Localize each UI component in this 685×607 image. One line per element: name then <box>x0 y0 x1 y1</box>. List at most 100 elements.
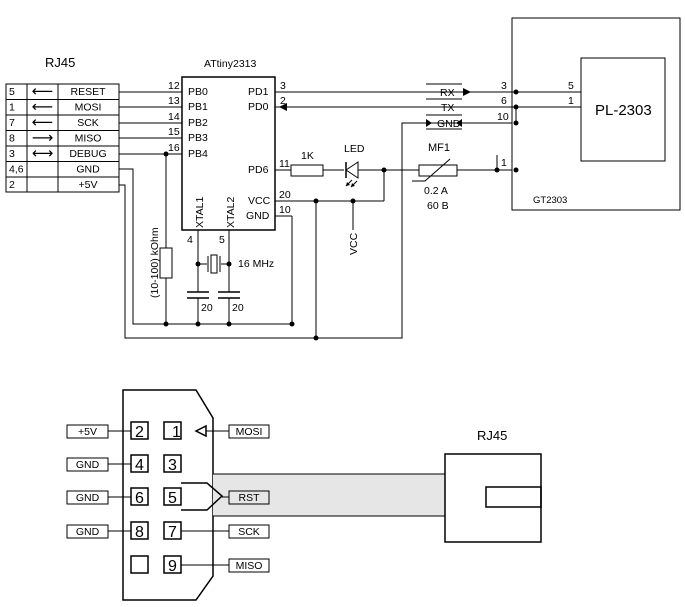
pin-name: PB0 <box>188 86 208 98</box>
module-pin: 3 <box>501 80 507 92</box>
pin-number: 20 <box>279 189 291 201</box>
rj45-direction-arrow: ⟷ <box>32 145 54 162</box>
rx-label: RX <box>440 87 455 99</box>
crystal <box>210 254 218 274</box>
rj45-direction-arrow: ⟵ <box>32 114 54 131</box>
rj45-pin: 1 <box>9 102 15 114</box>
gt2303-module-name: GT2303 <box>533 195 567 206</box>
rj45-bottom-title: RJ45 <box>477 428 507 443</box>
rj45-signal: MOSI <box>75 102 102 114</box>
chip-pin: 5 <box>568 80 574 92</box>
rj45-title: RJ45 <box>45 55 75 70</box>
pin-name: PB1 <box>188 101 208 113</box>
signal-flags <box>426 83 462 130</box>
gnd-label: GND <box>437 118 461 130</box>
resistor-1k-label: 1K <box>301 150 314 162</box>
rj45-pin: 5 <box>9 86 15 98</box>
rj45-pin: 2 <box>9 179 15 191</box>
rst-label: RST <box>239 492 261 504</box>
pin-number: 10 <box>279 204 291 216</box>
rj45-plug <box>444 453 542 543</box>
connector-pin-3: 3 <box>168 457 177 474</box>
pin-number: 4 <box>187 234 193 246</box>
vcc-label: VCC <box>348 232 360 255</box>
pin-name: PD6 <box>248 164 269 176</box>
gnd-label: GND <box>76 459 100 471</box>
pin-name: PB3 <box>188 132 208 144</box>
pin-number: 3 <box>280 80 286 92</box>
connector-pin-8: 8 <box>135 524 144 541</box>
module-pin: 1 <box>501 157 507 169</box>
chip-pin: 1 <box>568 95 574 107</box>
cap2-label: 20 <box>232 302 244 314</box>
pin-name: PB4 <box>188 148 208 160</box>
pin-number: 11 <box>279 158 290 170</box>
pin-name: VCC <box>248 195 271 207</box>
pin-number: 12 <box>168 80 180 92</box>
gnd-label: GND <box>76 492 100 504</box>
pin-name: GND <box>246 210 270 222</box>
rj45-signal: +5V <box>79 179 98 191</box>
rj45-signal: DEBUG <box>69 148 106 160</box>
idc-connector <box>66 389 445 601</box>
pin-number: 13 <box>168 95 180 107</box>
pl2303-chip-name: PL-2303 <box>595 102 652 119</box>
plus5v-label: +5V <box>78 426 97 438</box>
wires-right <box>275 88 512 341</box>
resistor-1k <box>290 164 324 177</box>
rj45-pin: 4,6 <box>9 164 24 176</box>
xtal1-label: XTAL1 <box>194 197 206 228</box>
xtal2-label: XTAL2 <box>225 197 237 228</box>
fuse-voltage: 60 B <box>427 200 449 212</box>
mcu-right-pins: PD1 PD0 PD6 VCC GND 3 2 11 20 10 <box>246 80 291 222</box>
connector-pin-6: 6 <box>135 490 144 507</box>
miso-label: MISO <box>236 560 263 572</box>
rj45-pin: 3 <box>9 148 15 160</box>
rj45-pin-table: 5 1 7 8 3 4,6 2 ⟵ ⟵ ⟵ ⟶ ⟷ RESET MOSI SCK… <box>5 83 120 193</box>
mcu-name: ATtiny2313 <box>204 58 256 70</box>
rj45-signal: MISO <box>75 133 102 145</box>
crystal-circuit <box>187 230 240 327</box>
fuse-name: MF1 <box>428 142 450 154</box>
pl2303-chip <box>580 57 666 162</box>
pin-name: PD0 <box>248 101 269 113</box>
pin-name: PD1 <box>248 86 269 98</box>
led-label: LED <box>344 143 365 155</box>
gnd-label: GND <box>76 526 100 538</box>
pin-name: PB2 <box>188 117 208 129</box>
pin-number: 15 <box>168 126 180 138</box>
connector-pin-9: 9 <box>168 558 177 575</box>
rj45-pin: 8 <box>9 133 15 145</box>
pullup-resistor-label: (10-100) kOhm <box>149 227 161 298</box>
cap1-label: 20 <box>201 302 213 314</box>
pin-number: 14 <box>168 111 180 123</box>
sck-label: SCK <box>238 526 260 538</box>
crystal-label: 16 MHz <box>238 258 274 270</box>
rj45-signal: GND <box>76 164 100 176</box>
pin-number: 16 <box>168 142 180 154</box>
module-pin: 6 <box>501 95 507 107</box>
wires-left <box>119 91 512 339</box>
pin-number: 5 <box>219 234 225 246</box>
connector-pin-4: 4 <box>135 457 144 474</box>
connector-pin-5: 5 <box>168 490 177 507</box>
rj45-signal: SCK <box>77 117 99 129</box>
rj45-pin: 7 <box>9 117 15 129</box>
connector-pin-1: 1 <box>172 424 181 441</box>
module-wires <box>512 89 581 173</box>
mosi-label: MOSI <box>236 426 263 438</box>
connector-pin-7: 7 <box>168 524 177 541</box>
gt2303-module <box>511 17 681 211</box>
fuse-mf1 <box>418 164 458 177</box>
fuse-current: 0.2 A <box>424 185 448 197</box>
tx-label: TX <box>441 102 454 114</box>
rj45-direction-arrow: ⟵ <box>32 83 54 100</box>
rj45-signal: RESET <box>70 86 106 98</box>
module-pin: 10 <box>497 111 509 123</box>
connector-pin-2: 2 <box>135 424 144 441</box>
led <box>345 161 359 179</box>
pullup-resistor <box>159 247 173 279</box>
rj45-direction-arrow: ⟶ <box>32 130 54 147</box>
pin-number: 2 <box>280 95 286 107</box>
